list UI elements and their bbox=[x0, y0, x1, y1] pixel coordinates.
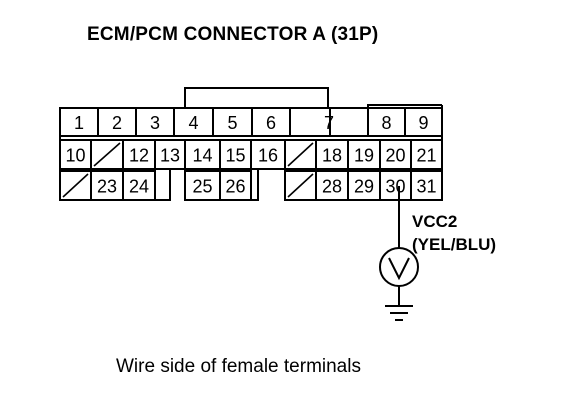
terminal-number: 24 bbox=[129, 177, 149, 197]
terminal-number: 12 bbox=[129, 146, 149, 166]
terminal-number: 21 bbox=[416, 146, 436, 166]
terminal-number: 7 bbox=[324, 113, 334, 133]
terminal-number: 13 bbox=[160, 146, 180, 166]
terminal-number: 26 bbox=[225, 177, 245, 197]
terminal-number: 5 bbox=[227, 113, 237, 133]
diagram-title: ECM/PCM CONNECTOR A (31P) bbox=[87, 24, 379, 45]
terminal-cell bbox=[122, 170, 156, 201]
diagram-caption: Wire side of female terminals bbox=[116, 356, 361, 377]
terminal-number: 25 bbox=[192, 177, 212, 197]
terminal-number: 29 bbox=[354, 177, 374, 197]
terminal-number: 8 bbox=[381, 113, 391, 133]
terminal-cell bbox=[404, 107, 443, 137]
terminal-cell bbox=[219, 170, 252, 201]
terminal-number: 31 bbox=[416, 177, 436, 197]
signal-label: VCC2 bbox=[412, 212, 457, 231]
terminal-number: 23 bbox=[97, 177, 117, 197]
voltmeter-icon bbox=[379, 247, 419, 287]
unused-terminal-slash bbox=[287, 173, 314, 198]
terminal-number: 1 bbox=[74, 113, 84, 133]
wire-color-label: (YEL/BLU) bbox=[412, 235, 496, 254]
terminal-number: 6 bbox=[266, 113, 276, 133]
terminal-number: 19 bbox=[354, 146, 374, 166]
terminal-number: 18 bbox=[322, 146, 342, 166]
terminal-number: 10 bbox=[65, 146, 85, 166]
unused-terminal-slash bbox=[62, 173, 89, 198]
terminal-number: 16 bbox=[258, 146, 278, 166]
terminal-number: 30 bbox=[385, 177, 405, 197]
terminal-number: 14 bbox=[192, 146, 212, 166]
terminal-number: 20 bbox=[385, 146, 405, 166]
terminal-number: 2 bbox=[112, 113, 122, 133]
ground-icon bbox=[385, 305, 413, 321]
unused-terminal-slash bbox=[287, 142, 314, 167]
terminal-number: 9 bbox=[418, 113, 428, 133]
unused-terminal-slash bbox=[93, 142, 121, 167]
terminal-cell bbox=[410, 139, 443, 170]
terminal-cell bbox=[410, 170, 443, 201]
terminal-number: 4 bbox=[188, 113, 198, 133]
terminal-number: 15 bbox=[225, 146, 245, 166]
terminal-number: 28 bbox=[322, 177, 342, 197]
terminal-number: 3 bbox=[150, 113, 160, 133]
